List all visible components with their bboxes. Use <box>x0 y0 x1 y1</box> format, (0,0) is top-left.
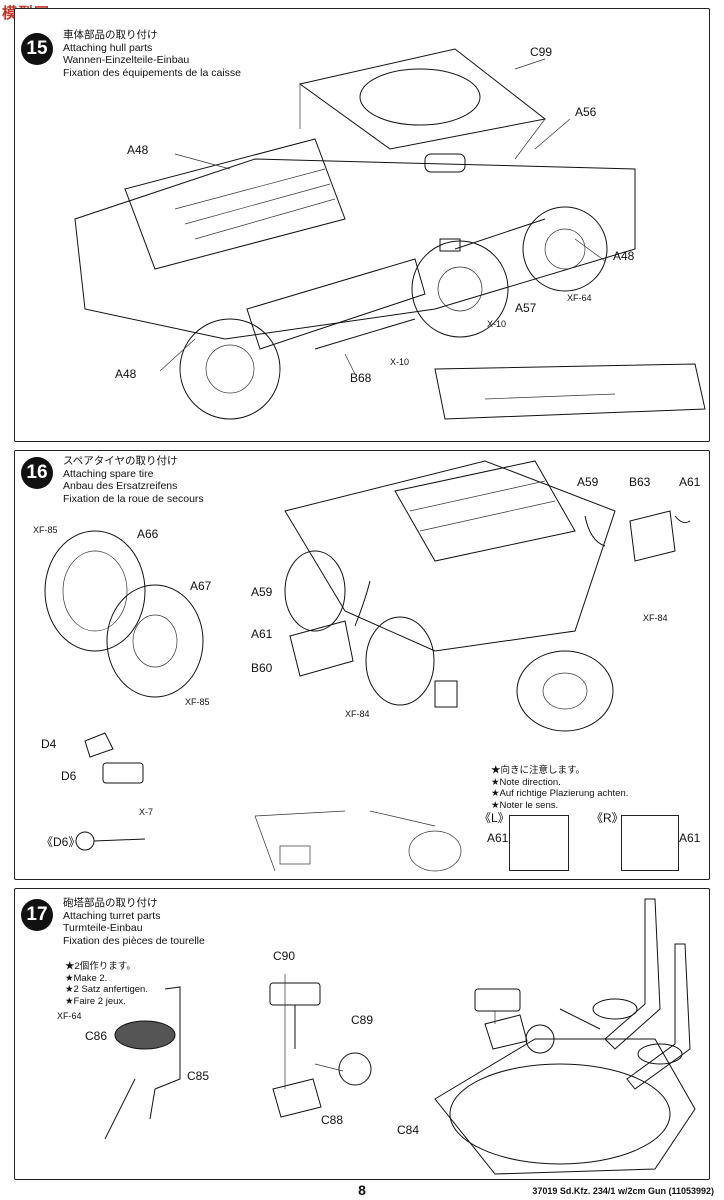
step-titles: 砲塔部品の取り付け Attaching turret parts Turmtei… <box>63 897 205 947</box>
part-label: C90 <box>273 949 296 963</box>
title-en: Attaching hull parts <box>63 41 153 54</box>
part-label: A61 <box>487 831 509 845</box>
part-label: A61 <box>679 475 701 489</box>
title-fr: Fixation des équipements de la caisse <box>63 66 242 79</box>
part-label: A56 <box>575 105 597 119</box>
part-label: A57 <box>515 301 537 315</box>
paint-label: XF-84 <box>643 613 668 623</box>
title-fr: Fixation de la roue de secours <box>63 492 204 505</box>
hull-parts-illustration <box>74 48 706 420</box>
title-jp: 車体部品の取り付け <box>63 29 158 41</box>
title-jp: スペアタイヤの取り付け <box>63 455 178 467</box>
part-label: C88 <box>321 1113 344 1127</box>
paint-label: XF-64 <box>567 293 592 303</box>
paint-label: XF-84 <box>345 709 370 719</box>
step-17-panel: 17 砲塔部品の取り付け Attaching turret parts Turm… <box>14 888 710 1180</box>
detail-label: 《D6》 <box>41 835 81 849</box>
paint-label: X-10 <box>487 319 507 329</box>
step-number: 16 <box>21 457 53 489</box>
part-label: C89 <box>351 1013 374 1027</box>
paint-label: XF-85 <box>185 697 210 707</box>
part-label: A48 <box>613 249 635 263</box>
title-fr: Fixation des pièces de tourelle <box>63 934 205 947</box>
right-detail-box <box>621 815 679 871</box>
title-en: Attaching spare tire <box>63 467 154 480</box>
paint-label: XF-85 <box>33 525 58 535</box>
step-titles: 車体部品の取り付け Attaching hull parts Wannen-Ei… <box>63 29 241 79</box>
part-label: A66 <box>137 527 159 541</box>
product-code: 37019 Sd.Kfz. 234/1 w/2cm Gun (11053992) <box>532 1186 714 1196</box>
direction-note: ★向きに注意します。 ★Note direction. ★Auf richtig… <box>491 765 629 811</box>
part-label: C99 <box>530 45 553 59</box>
part-label: A61 <box>251 627 273 641</box>
part-label: A61 <box>679 831 701 845</box>
title-de: Turmteile-Einbau <box>63 922 143 934</box>
title-en: Attaching turret parts <box>63 909 161 922</box>
detail-tag-right: 《R》 <box>591 811 624 825</box>
part-label: C84 <box>397 1123 420 1137</box>
page-number: 8 <box>358 1182 366 1198</box>
paint-label: X-10 <box>390 357 410 367</box>
detail-tag-left: 《L》 <box>479 811 510 825</box>
turret-parts-illustration <box>104 898 696 1175</box>
part-label: A48 <box>127 143 149 157</box>
left-detail-box <box>509 815 569 871</box>
part-label: C86 <box>85 1029 108 1043</box>
title-de: Anbau des Ersatzreifens <box>63 480 178 492</box>
make-two-note: ★2個作ります。 ★Make 2. ★2 Satz anfertigen. ★F… <box>65 961 148 1007</box>
paint-label: X-7 <box>139 807 154 817</box>
step-16-panel: 16 スペアタイヤの取り付け Attaching spare tire Anba… <box>14 450 710 880</box>
paint-label: XF-64 <box>57 1011 82 1021</box>
part-label: B63 <box>629 475 651 489</box>
part-label: A59 <box>251 585 273 599</box>
step-number: 17 <box>21 899 53 931</box>
part-label: A67 <box>190 579 212 593</box>
title-jp: 砲塔部品の取り付け <box>63 897 158 909</box>
step-number: 15 <box>21 33 53 65</box>
part-label: B60 <box>251 661 273 675</box>
step-15-panel: 15 車体部品の取り付け Attaching hull parts Wannen… <box>14 8 710 442</box>
spare-tire-illustration <box>44 460 691 872</box>
title-de: Wannen-Einzelteile-Einbau <box>63 54 190 66</box>
part-label: A48 <box>115 367 137 381</box>
part-label: D6 <box>61 769 77 783</box>
part-label: C85 <box>187 1069 210 1083</box>
step-titles: スペアタイヤの取り付け Attaching spare tire Anbau d… <box>63 455 204 505</box>
part-label: D4 <box>41 737 57 751</box>
part-label: A59 <box>577 475 599 489</box>
part-label: B68 <box>350 371 372 385</box>
